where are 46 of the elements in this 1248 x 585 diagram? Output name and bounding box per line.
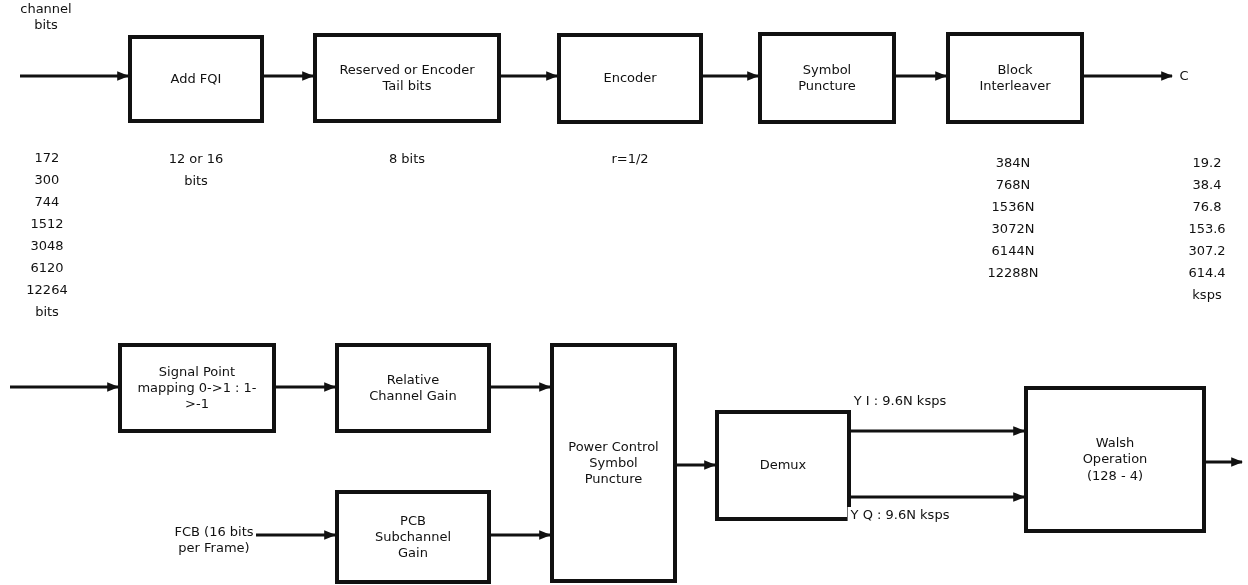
process-box bbox=[118, 343, 276, 433]
annotation-text: 384N 768N 1536N 3072N 6144N 12288N bbox=[986, 154, 1040, 282]
annotation-text: 12 or 16 bits bbox=[167, 150, 225, 190]
annotation-text: 8 bits bbox=[387, 150, 427, 168]
arrow bbox=[276, 382, 337, 392]
signal-label: FCB (16 bits per Frame) bbox=[172, 498, 256, 582]
arrow bbox=[1206, 457, 1244, 467]
block-label: Relative Channel Gain bbox=[368, 371, 458, 405]
block-label: Block Interleaver bbox=[978, 61, 1052, 95]
arrow bbox=[851, 426, 1026, 436]
arrow bbox=[677, 460, 717, 470]
arrow bbox=[20, 71, 130, 81]
signal-label: C bbox=[1172, 62, 1196, 90]
arrow bbox=[1084, 71, 1174, 81]
block-label: Symbol Puncture bbox=[797, 61, 857, 95]
process-box bbox=[335, 343, 491, 433]
process-box bbox=[313, 33, 501, 123]
annotation-text: r=1/2 bbox=[610, 150, 650, 168]
block-label: Walsh Operation (128 - 4) bbox=[1081, 435, 1149, 484]
block-label: Signal Point mapping 0->1 : 1->-1 bbox=[136, 363, 258, 413]
process-box bbox=[128, 35, 264, 123]
process-box bbox=[557, 33, 703, 124]
process-box bbox=[335, 490, 491, 584]
block-label: Power Control Symbol Puncture bbox=[567, 438, 660, 488]
block-label: PCB Subchannel Gain bbox=[373, 512, 453, 562]
annotation-text: 172 300 744 1512 3048 6120 12264 bits bbox=[25, 149, 69, 321]
process-box bbox=[946, 32, 1084, 124]
process-box bbox=[550, 343, 677, 583]
arrow bbox=[851, 492, 1026, 502]
block-label: Demux bbox=[759, 457, 807, 474]
signal-label: channel bits bbox=[14, 0, 78, 34]
arrow bbox=[264, 71, 315, 81]
block-label: Add FQI bbox=[170, 70, 222, 88]
arrow bbox=[491, 530, 552, 540]
process-box bbox=[715, 410, 851, 521]
arrow bbox=[256, 530, 337, 540]
process-box bbox=[758, 32, 896, 124]
arrow bbox=[491, 382, 552, 392]
block-label: Reserved or Encoder Tail bits bbox=[338, 61, 476, 95]
arrow bbox=[896, 71, 948, 81]
arrow bbox=[501, 71, 559, 81]
process-box bbox=[1024, 386, 1206, 533]
arrow bbox=[10, 382, 120, 392]
block-label: Encoder bbox=[603, 70, 657, 87]
annotation-text: 19.2 38.4 76.8 153.6 307.2 614.4 ksps bbox=[1187, 154, 1227, 304]
arrow bbox=[703, 71, 760, 81]
